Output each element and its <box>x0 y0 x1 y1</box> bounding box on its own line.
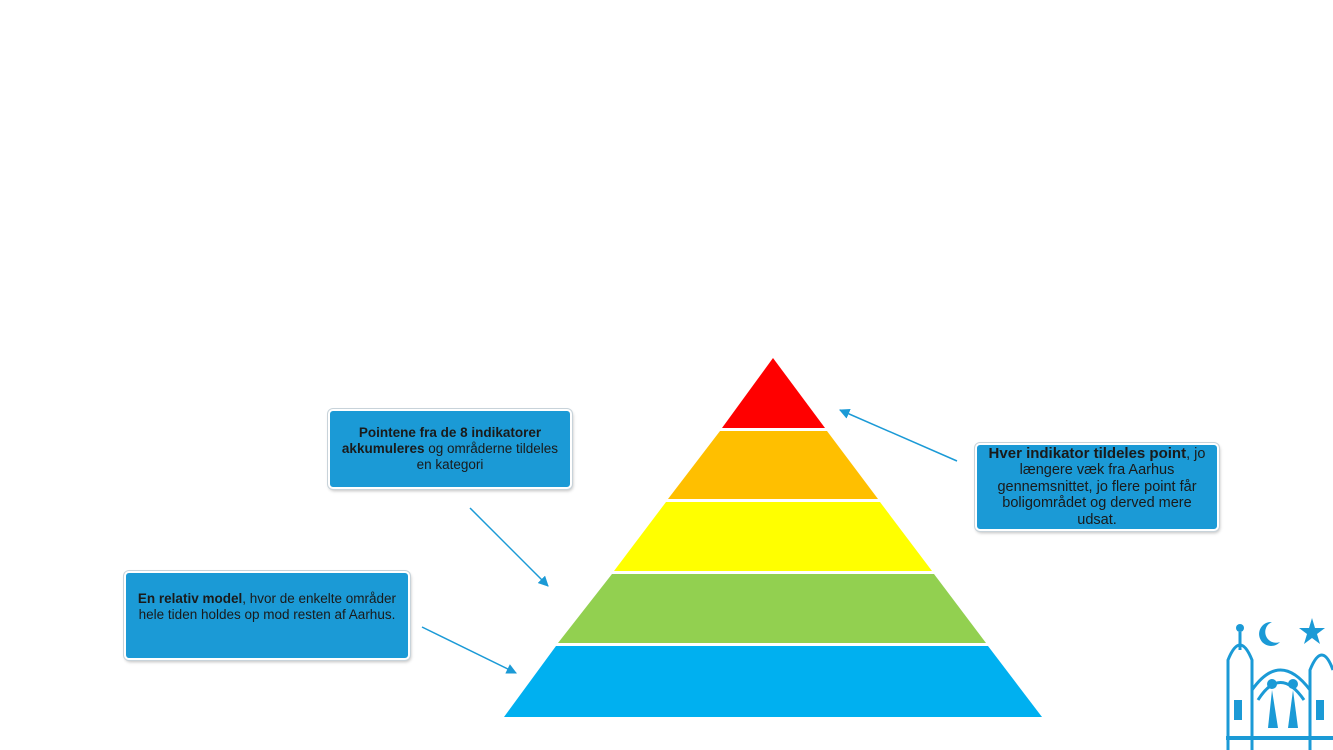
callout-right-text: , jo længere væk fra Aarhus gennemsnitte… <box>997 445 1206 528</box>
callout-relative-model: En relativ model, hvor de enkelte område… <box>124 571 410 660</box>
callout-accumulated-points: Pointene fra de 8 indikatorer akkumulere… <box>328 409 572 489</box>
arrow-left-callout-to-pyramid <box>421 626 517 674</box>
pyramid-level-green <box>558 574 986 643</box>
callout-left-text: , hvor de enkelte områder hele tiden hol… <box>138 591 397 622</box>
aarhus-coat-of-arms-logo <box>1226 618 1333 750</box>
pyramid-level-orange <box>668 431 878 499</box>
callout-left-bold: En relativ model <box>137 591 243 606</box>
arrow-right-callout-to-pyramid <box>839 408 958 462</box>
callout-indicator-points-text: Hver indikator tildeles point, jo længer… <box>985 444 1209 529</box>
callout-relative-model-text: En relativ model, hvor de enkelte område… <box>134 591 400 623</box>
pyramid-level-yellow <box>614 502 932 571</box>
pyramid <box>504 358 1042 717</box>
callout-indicator-points: Hver indikator tildeles point, jo længer… <box>975 443 1219 531</box>
callout-top-bold: Pointene fra de 8 indikatorer akkumulere… <box>341 425 542 456</box>
callout-accumulated-points-text: Pointene fra de 8 indikatorer akkumulere… <box>338 425 562 473</box>
arrow-top-callout-to-pyramid <box>469 507 549 587</box>
pyramid-level-top-red <box>722 358 825 428</box>
pyramid-level-blue-base <box>504 646 1042 717</box>
callout-top-text: og områderne tildeles en kategori <box>416 441 559 472</box>
callout-right-bold: Hver indikator tildeles point <box>988 444 1187 462</box>
